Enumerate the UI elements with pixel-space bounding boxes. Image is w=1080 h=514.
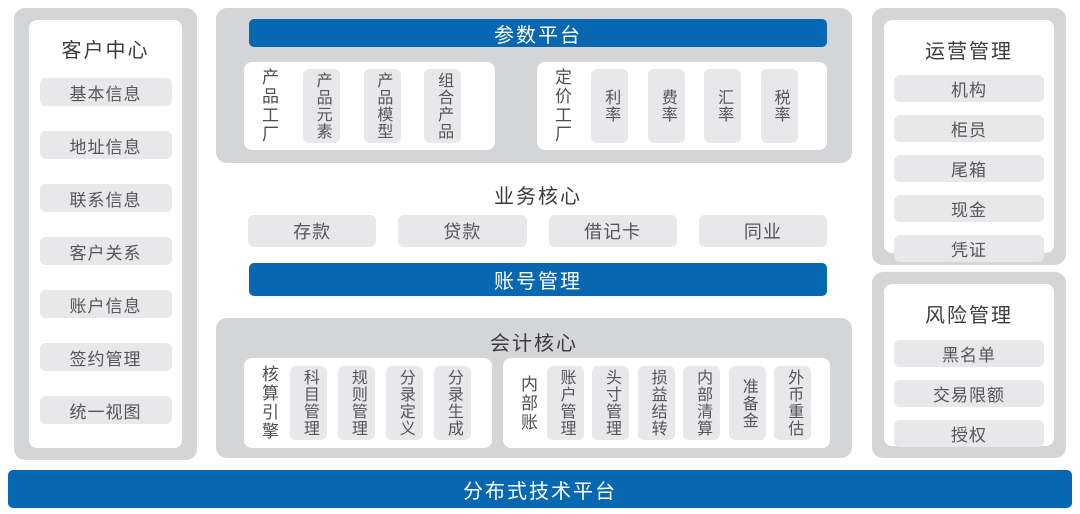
business-core-row: 存款贷款借记卡同业 — [248, 215, 827, 247]
internal-account-item: 内部清算 — [683, 366, 721, 440]
accounting-engine-item: 规则管理 — [338, 366, 375, 440]
risk-management-item: 黑名单 — [894, 340, 1044, 367]
operation-management-item: 凭证 — [894, 235, 1044, 262]
internal-account-item: 外币重估 — [774, 366, 812, 440]
pricing-factory-items: 利率费率汇率税率 — [572, 62, 817, 150]
operation-management-panel: 运营管理 机构柜员尾箱现金凭证 — [872, 8, 1066, 265]
pricing-factory-group: 定价工厂 利率费率汇率税率 — [537, 62, 827, 150]
pricing-factory-item: 费率 — [647, 69, 685, 143]
internal-account-item: 头寸管理 — [592, 366, 630, 440]
internal-account-group: 内部账 账户管理头寸管理损益结转内部清算准备金外币重估 — [503, 358, 830, 448]
pricing-factory-item: 汇率 — [704, 69, 742, 143]
accounting-engine-group: 核算引擎 科目管理规则管理分录定义分录生成 — [244, 358, 492, 448]
product-factory-item: 产品元素 — [302, 69, 340, 143]
risk-management-item: 交易限额 — [894, 380, 1044, 407]
accounting-engine-item: 分录生成 — [434, 366, 471, 440]
business-core-item: 存款 — [248, 215, 377, 247]
param-platform-panel: 参数平台 产品工厂 产品元素产品模型组合产品 定价工厂 利率费率汇率税率 — [216, 8, 852, 163]
accounting-engine-item: 分录定义 — [386, 366, 423, 440]
customer-center-list: 基本信息地址信息联系信息客户关系账户信息签约管理统一视图 — [39, 78, 172, 424]
distributed-platform-bar: 分布式技术平台 — [8, 470, 1072, 508]
accounting-engine-item: 科目管理 — [290, 366, 327, 440]
business-core-item: 借记卡 — [548, 215, 677, 247]
operation-management-item: 现金 — [894, 195, 1044, 222]
internal-account-item: 准备金 — [728, 366, 766, 440]
internal-account-items: 账户管理头寸管理损益结转内部清算准备金外币重估 — [538, 358, 820, 448]
operation-management-title: 运营管理 — [925, 41, 1013, 63]
center-column: 参数平台 产品工厂 产品元素产品模型组合产品 定价工厂 利率费率汇率税率 业务核… — [216, 8, 852, 458]
internal-account-label: 内部账 — [518, 374, 537, 432]
risk-management-title: 风险管理 — [925, 305, 1013, 327]
customer-center-inner: 客户中心 基本信息地址信息联系信息客户关系账户信息签约管理统一视图 — [29, 20, 182, 448]
accounting-engine-label: 核算引擎 — [259, 365, 278, 441]
risk-management-item: 授权 — [894, 420, 1044, 447]
product-factory-label: 产品工厂 — [259, 68, 278, 144]
customer-center-item: 客户关系 — [39, 237, 172, 265]
pricing-factory-label: 定价工厂 — [552, 68, 571, 144]
pricing-factory-item: 税率 — [760, 69, 798, 143]
account-management-bar: 账号管理 — [249, 263, 827, 296]
customer-center-item: 签约管理 — [39, 343, 172, 371]
pricing-factory-item: 利率 — [591, 69, 629, 143]
customer-center-item: 基本信息 — [39, 78, 172, 106]
internal-account-item: 损益结转 — [637, 366, 675, 440]
param-platform-header: 参数平台 — [249, 19, 827, 47]
business-core-item: 贷款 — [398, 215, 527, 247]
risk-management-inner: 风险管理 黑名单交易限额授权 — [884, 284, 1054, 447]
customer-center-item: 账户信息 — [39, 290, 172, 318]
customer-center-item: 统一视图 — [39, 396, 172, 424]
operation-management-list: 机构柜员尾箱现金凭证 — [894, 75, 1044, 262]
accounting-core-title: 会计核心 — [490, 333, 578, 355]
risk-management-panel: 风险管理 黑名单交易限额授权 — [872, 272, 1066, 458]
accounting-core-panel: 会计核心 核算引擎 科目管理规则管理分录定义分录生成 内部账 账户管理头寸管理损… — [216, 318, 852, 458]
business-core-title: 业务核心 — [494, 186, 582, 208]
operation-management-item: 柜员 — [894, 115, 1044, 142]
product-factory-group: 产品工厂 产品元素产品模型组合产品 — [244, 62, 495, 150]
accounting-engine-items: 科目管理规则管理分录定义分录生成 — [279, 358, 482, 448]
customer-center-title: 客户中心 — [61, 40, 150, 62]
risk-management-list: 黑名单交易限额授权 — [894, 340, 1044, 447]
business-core-item: 同业 — [698, 215, 827, 247]
operation-management-item: 尾箱 — [894, 155, 1044, 182]
product-factory-items: 产品元素产品模型组合产品 — [279, 62, 485, 150]
operation-management-inner: 运营管理 机构柜员尾箱现金凭证 — [884, 20, 1054, 262]
customer-center-item: 地址信息 — [39, 131, 172, 159]
internal-account-item: 账户管理 — [546, 366, 584, 440]
product-factory-item: 组合产品 — [424, 69, 462, 143]
operation-management-item: 机构 — [894, 75, 1044, 102]
product-factory-item: 产品模型 — [363, 69, 401, 143]
customer-center-panel: 客户中心 基本信息地址信息联系信息客户关系账户信息签约管理统一视图 — [14, 8, 197, 460]
customer-center-item: 联系信息 — [39, 184, 172, 212]
